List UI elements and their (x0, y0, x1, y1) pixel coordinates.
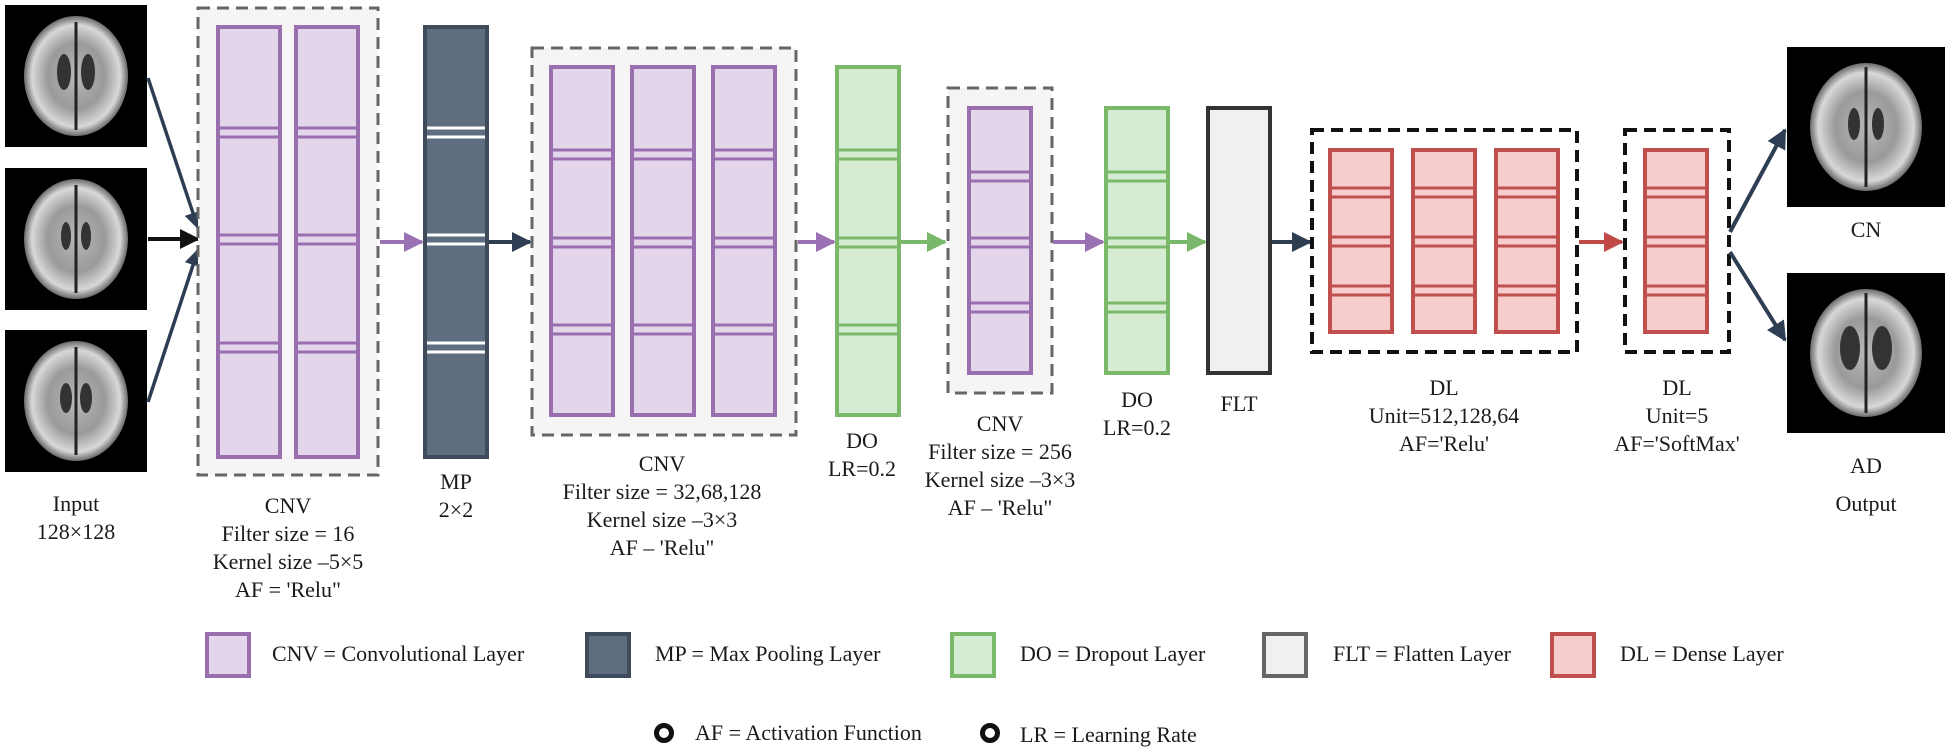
arrow-output-ad (1728, 250, 1787, 342)
mp-block (423, 25, 489, 459)
output-mri-cn (1787, 47, 1945, 207)
legend-text-dl: DL = Dense Layer (1620, 641, 1784, 666)
do2-block (1104, 106, 1170, 375)
dl1-label: DL Unit=512,128,64 AF='Relu' (1368, 375, 1520, 456)
legend-text-flt: FLT = Flatten Layer (1333, 641, 1511, 666)
flt-block (1206, 106, 1272, 375)
cnv2-block-2 (630, 65, 696, 417)
input-mri-3 (5, 330, 147, 472)
cnv3-label: CNV Filter size = 256 Kernel size –3×3 A… (924, 411, 1076, 520)
dl1-block-3 (1494, 148, 1560, 334)
output-ad-label: AD Output (1835, 453, 1897, 516)
dl1-block-1 (1328, 148, 1394, 334)
cnv1-block-2 (294, 25, 360, 459)
legend-bullet-lr (980, 723, 1000, 743)
arrow-input-3 (146, 248, 202, 403)
cnv2-block-3 (711, 65, 777, 417)
legend-text-do: DO = Dropout Layer (1020, 641, 1206, 666)
input-mri-1 (5, 5, 147, 147)
cnv1-block-1 (216, 25, 282, 459)
cnv2-label: CNV Filter size = 32,68,128 Kernel size … (562, 451, 762, 560)
output-mri-ad (1787, 273, 1945, 433)
arrow-output-cn (1728, 128, 1787, 233)
legend-text-lr: LR = Learning Rate (1020, 722, 1197, 747)
legend-bullet-af (654, 723, 674, 743)
cnv1-label: CNV Filter size = 16 Kernel size –5×5 AF… (212, 493, 364, 602)
legend-text-cnv: CNV = Convolutional Layer (272, 641, 525, 666)
legend-swatch-dl (1550, 632, 1596, 678)
arrow-input-1 (146, 77, 202, 230)
cnv3-block (967, 106, 1033, 375)
legend-swatch-do (950, 632, 996, 678)
legend-text-mp: MP = Max Pooling Layer (655, 641, 881, 666)
output-cn-label: CN (1850, 217, 1882, 242)
dl2-label: DL Unit=5 AF='SoftMax' (1614, 375, 1740, 456)
do1-block (835, 65, 901, 417)
input-mri-2 (5, 168, 147, 310)
dl2-block (1643, 148, 1709, 334)
flt-label: FLT (1220, 391, 1258, 416)
legend-swatch-cnv (205, 632, 251, 678)
legend-swatch-flt (1262, 632, 1308, 678)
dl1-block-2 (1411, 148, 1477, 334)
cnv2-block-1 (549, 65, 615, 417)
legend-text-af: AF = Activation Function (695, 720, 922, 745)
legend-swatch-mp (585, 632, 631, 678)
